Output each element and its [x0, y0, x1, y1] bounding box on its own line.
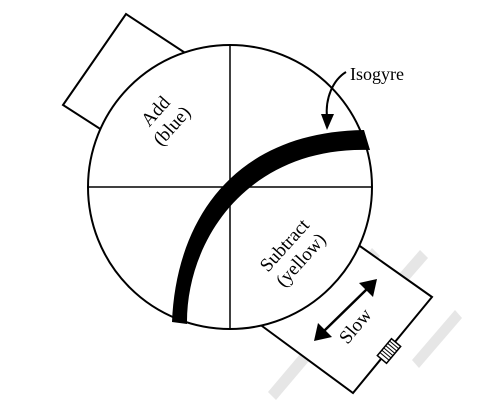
- isogyre-arrowhead: [321, 114, 334, 130]
- isogyre-leader-line: [325, 71, 347, 119]
- isogyre-band: [172, 130, 370, 324]
- plate-grip-icon: [376, 337, 402, 365]
- isogyre-label: Isogyre: [350, 64, 404, 84]
- slow-direction-arrow: [314, 279, 377, 341]
